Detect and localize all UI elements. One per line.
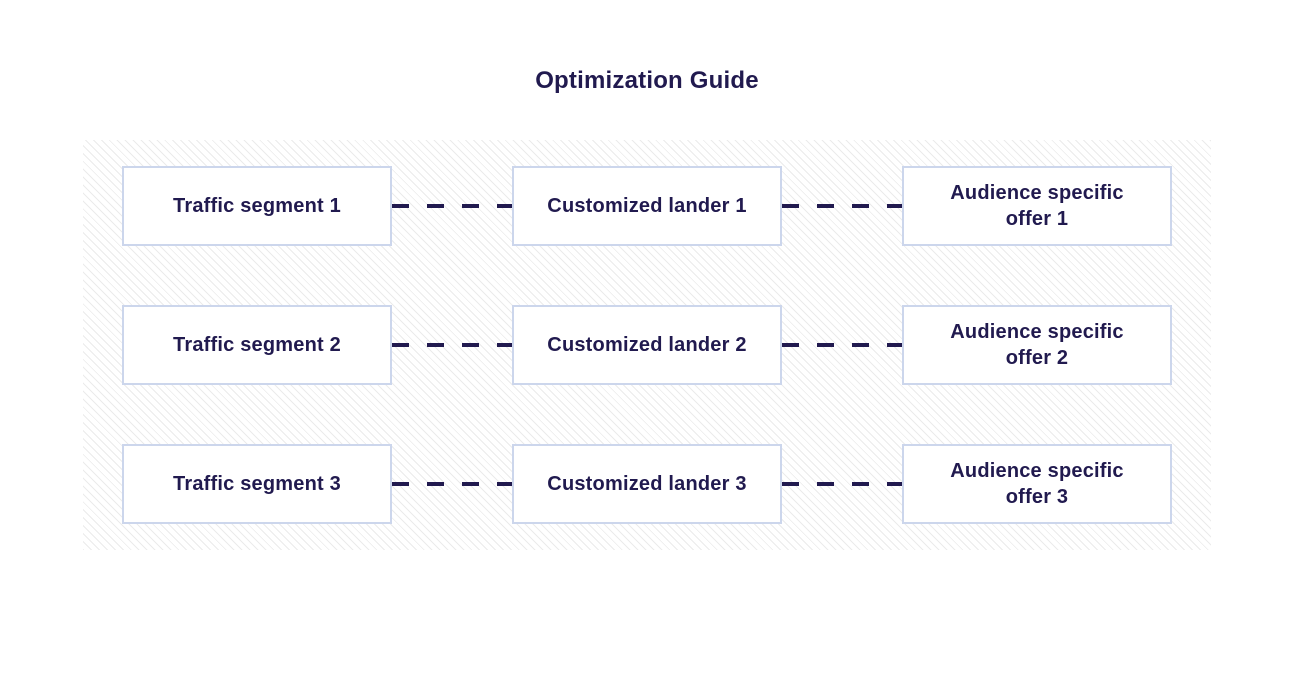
dashed-connector — [392, 343, 512, 347]
node-label: Customized lander 2 — [547, 334, 747, 356]
node-audience-specific-offer-1: Audience specific offer 1 — [902, 166, 1172, 246]
flow-row-1: Traffic segment 1 Customized lander 1 Au… — [122, 166, 1172, 246]
node-customized-lander-3: Customized lander 3 — [512, 444, 782, 524]
page: Optimization Guide Traffic segment 1 Cus… — [0, 66, 1294, 550]
node-audience-specific-offer-2: Audience specific offer 2 — [902, 305, 1172, 385]
node-label: Traffic segment 3 — [173, 473, 341, 495]
node-audience-specific-offer-3: Audience specific offer 3 — [902, 444, 1172, 524]
node-customized-lander-1: Customized lander 1 — [512, 166, 782, 246]
node-traffic-segment-2: Traffic segment 2 — [122, 305, 392, 385]
diagram-title: Optimization Guide — [535, 67, 759, 94]
dashed-connector — [782, 343, 902, 347]
flow-row-2: Traffic segment 2 Customized lander 2 Au… — [122, 305, 1172, 385]
node-customized-lander-2: Customized lander 2 — [512, 305, 782, 385]
node-label: Traffic segment 1 — [173, 195, 341, 217]
dashed-connector — [392, 482, 512, 486]
dashed-connector — [392, 204, 512, 208]
node-label: Customized lander 1 — [547, 195, 747, 217]
node-traffic-segment-3: Traffic segment 3 — [122, 444, 392, 524]
node-label: Customized lander 3 — [547, 473, 747, 495]
node-label: Audience specific offer 1 — [950, 182, 1124, 230]
flow-row-3: Traffic segment 3 Customized lander 3 Au… — [122, 444, 1172, 524]
node-label: Audience specific offer 3 — [950, 460, 1124, 508]
node-traffic-segment-1: Traffic segment 1 — [122, 166, 392, 246]
dashed-connector — [782, 482, 902, 486]
dashed-connector — [782, 204, 902, 208]
node-label: Audience specific offer 2 — [950, 321, 1124, 369]
diagram-canvas: Traffic segment 1 Customized lander 1 Au… — [83, 140, 1211, 550]
node-label: Traffic segment 2 — [173, 334, 341, 356]
